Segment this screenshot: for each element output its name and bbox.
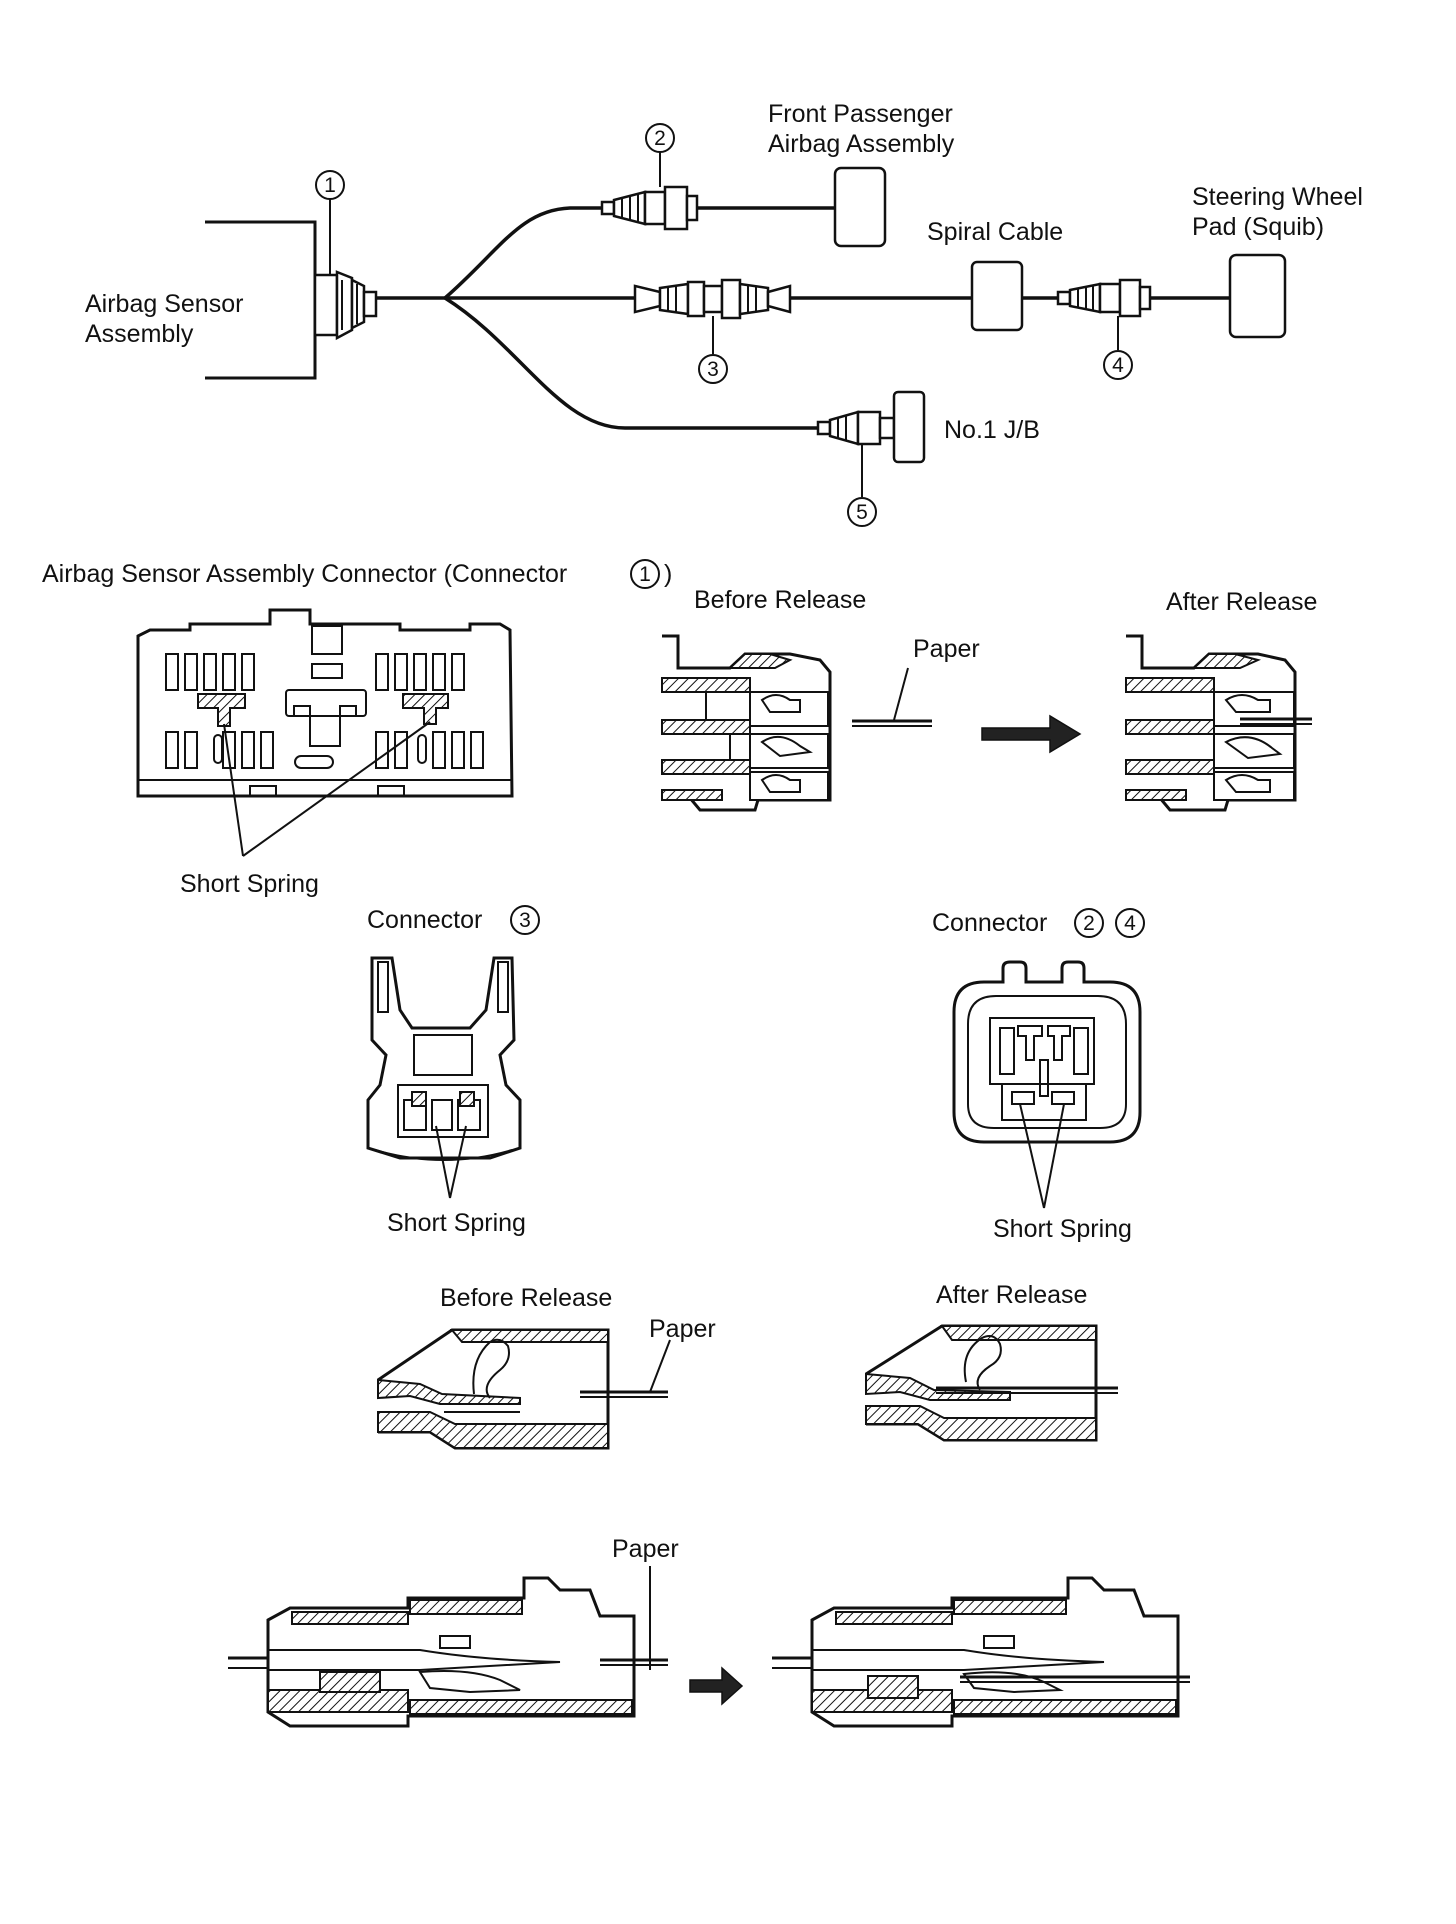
connector24-callout-2 xyxy=(1074,908,1104,938)
airbag-sensor-assembly-label: Airbag Sensor Assembly xyxy=(85,290,250,348)
connector24-callout-4 xyxy=(1115,908,1145,938)
svg-text:5: 5 xyxy=(856,501,868,524)
spiral-cable-box xyxy=(970,260,1024,332)
section-airbag-sensor-connector: Airbag Sensor Assembly Connector (Connec… xyxy=(42,559,1317,898)
connector-2 xyxy=(600,185,699,231)
callout-3: 3 xyxy=(698,316,728,384)
section4-after-release-drawing xyxy=(772,1576,1190,1728)
section4-before-release-drawing xyxy=(228,1576,668,1728)
jb-label: No.1 J/B xyxy=(944,416,1040,444)
section3-paper-label: Paper xyxy=(649,1315,716,1343)
svg-text:4: 4 xyxy=(1124,912,1136,935)
section1-title-callout xyxy=(630,559,660,589)
svg-text:1: 1 xyxy=(639,563,651,586)
svg-text:1: 1 xyxy=(324,174,336,197)
callout-2: 2 xyxy=(645,123,675,187)
spiral-cable-label: Spiral Cable xyxy=(927,218,1063,246)
connector-4 xyxy=(1056,278,1152,318)
section1-before-release-label: Before Release xyxy=(694,586,866,614)
section3-after-release-label: After Release xyxy=(936,1281,1087,1309)
section-release-connector-2-4: Before Release Paper After Release xyxy=(377,1281,1118,1450)
callout-1: 1 xyxy=(315,170,345,275)
steering-wheel-pad-box xyxy=(1228,253,1287,339)
section1-title-end: ) xyxy=(664,560,672,588)
connector-1-short-spring-label: Short Spring xyxy=(180,870,319,898)
section1-after-release-drawing xyxy=(1125,634,1312,812)
connector3-title-callout xyxy=(510,905,540,935)
jb-box xyxy=(892,390,926,464)
section1-before-release-drawing xyxy=(661,634,932,812)
svg-text:3: 3 xyxy=(707,358,719,381)
section-connectors-3-and-2-4: Connector 3 Short Spring Connector 2 xyxy=(366,905,1145,1243)
release-arrow-1 xyxy=(981,714,1082,754)
section1-paper-label: Paper xyxy=(913,635,980,663)
connector-1-boot xyxy=(313,270,378,341)
wire-branch-top xyxy=(443,206,602,300)
connector-3 xyxy=(633,278,792,320)
section3-after-release-drawing xyxy=(865,1324,1118,1442)
section1-after-release-label: After Release xyxy=(1166,588,1317,616)
steering-wheel-pad-label: Steering Wheel Pad (Squib) xyxy=(1192,183,1370,241)
connector-5 xyxy=(816,410,896,446)
section3-before-release-label: Before Release xyxy=(440,1284,612,1312)
wire-branch-bottom xyxy=(444,296,818,430)
section1-title: Airbag Sensor Assembly Connector (Connec… xyxy=(42,560,567,588)
svg-text:2: 2 xyxy=(1083,912,1095,935)
section4-paper-label: Paper xyxy=(612,1535,679,1563)
connector24-short-spring-label: Short Spring xyxy=(993,1215,1132,1243)
connector3-title: Connector xyxy=(367,906,482,934)
section3-before-release-drawing xyxy=(377,1328,671,1450)
short-spring-left xyxy=(197,693,246,727)
connector-3-face xyxy=(366,956,522,1199)
svg-text:3: 3 xyxy=(519,909,531,932)
connector-24-face xyxy=(952,960,1142,1209)
connector24-title: Connector xyxy=(932,909,1047,937)
front-passenger-airbag-label: Front Passenger Airbag Assembly xyxy=(768,100,960,158)
connector-1-face xyxy=(136,608,514,857)
callout-4: 4 xyxy=(1103,316,1133,380)
wiring-harness: Airbag Sensor Assembly Fro xyxy=(85,100,1370,527)
release-arrow-2 xyxy=(689,1666,744,1706)
section-release-connector-3: Paper xyxy=(228,1535,1190,1728)
front-passenger-airbag-box xyxy=(833,166,887,248)
svg-text:2: 2 xyxy=(654,127,666,150)
callout-5: 5 xyxy=(847,444,877,527)
short-spring-right xyxy=(402,693,449,725)
connector3-short-spring-label: Short Spring xyxy=(387,1209,526,1237)
svg-text:4: 4 xyxy=(1112,354,1124,377)
